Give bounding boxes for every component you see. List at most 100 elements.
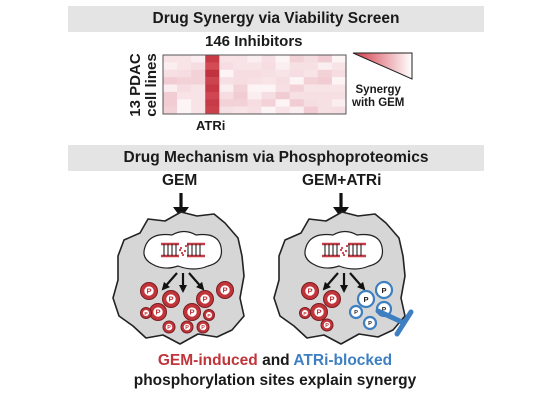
heatmap-cell xyxy=(233,69,248,78)
phospho-site-icon: P xyxy=(149,303,167,321)
heatmap-cell xyxy=(275,77,290,85)
atri-label: ATRi xyxy=(196,118,226,133)
phospho-site-icon: P xyxy=(183,303,201,321)
svg-text:P: P xyxy=(144,311,148,317)
top-section-title: Drug Synergy via Viability Screen xyxy=(68,6,484,32)
gem-atri-label: GEM+ATRi xyxy=(302,172,382,189)
heatmap-cell xyxy=(233,91,248,100)
atri-blocked-text: ATRi-blocked xyxy=(293,352,393,369)
heatmap-cell xyxy=(233,62,248,71)
heatmap-border xyxy=(162,54,347,115)
phospho-site-icon: P xyxy=(140,307,152,319)
heatmap-cell xyxy=(191,69,206,78)
svg-text:P: P xyxy=(382,306,387,313)
heatmap-cell xyxy=(331,91,347,100)
svg-text:P: P xyxy=(146,287,151,296)
heatmap-cell xyxy=(261,84,276,93)
svg-text:P: P xyxy=(363,295,368,304)
heatmap-cell xyxy=(289,55,305,63)
svg-text:P: P xyxy=(201,325,205,331)
synergy-heatmap xyxy=(163,55,347,115)
nucleus xyxy=(143,230,223,270)
heatmap-cell xyxy=(191,62,206,71)
heatmap-cell xyxy=(247,62,262,71)
heatmap-cell xyxy=(177,55,192,63)
heatmap-cell xyxy=(303,62,319,71)
heatmap-cell xyxy=(317,91,333,100)
heatmap-cell xyxy=(317,62,333,71)
heatmap-cell xyxy=(303,99,319,107)
phospho-site-icon: P xyxy=(348,304,364,320)
phospho-site-icon: P xyxy=(162,320,176,334)
heatmap-cell xyxy=(177,69,192,78)
heatmap-cell xyxy=(233,84,248,93)
heatmap-cell xyxy=(247,69,262,78)
heatmap-cell xyxy=(261,55,276,63)
heatmap-cell xyxy=(219,99,234,107)
heatmap-cell xyxy=(303,69,319,78)
heatmap-cell xyxy=(163,69,178,78)
svg-text:P: P xyxy=(381,286,386,295)
heatmap-cell xyxy=(177,84,192,93)
caption-line1: GEM-induced and ATRi-blocked xyxy=(0,352,550,370)
heatmap-cell xyxy=(191,77,206,85)
heatmap-cell xyxy=(261,99,276,107)
heatmap-cell-atri xyxy=(205,84,220,93)
signal-arrows xyxy=(161,272,205,293)
heatmap-cell xyxy=(331,55,347,63)
heatmap-cell xyxy=(219,84,234,93)
heatmap-cell xyxy=(331,99,347,107)
svg-text:P: P xyxy=(329,295,334,304)
heatmap-cell xyxy=(163,55,178,63)
heatmap-cell xyxy=(163,91,178,100)
phospho-site-icon: P xyxy=(356,289,376,309)
heatmap-cell xyxy=(219,69,234,78)
heatmap-cell xyxy=(247,55,262,63)
heatmap-cell xyxy=(303,84,319,93)
heatmap-cell xyxy=(331,69,347,78)
heatmap-cell xyxy=(191,91,206,100)
heatmap-cell xyxy=(317,84,333,93)
heatmap-cell xyxy=(247,91,262,100)
heatmap-cell xyxy=(219,62,234,71)
nucleus xyxy=(304,230,384,270)
caption-and-text: and xyxy=(262,352,290,369)
svg-text:P: P xyxy=(185,325,189,331)
heatmap-cell xyxy=(289,99,305,107)
cell-lines-label-line1: 13 PDAC xyxy=(127,53,144,117)
phospho-site-icon: P xyxy=(196,320,210,334)
heatmap-cell-atri xyxy=(205,106,220,115)
svg-text:P: P xyxy=(316,308,321,317)
svg-text:P: P xyxy=(168,295,173,304)
heatmap-cell xyxy=(331,62,347,71)
heatmap-cell xyxy=(233,99,248,107)
inhibitor-t-icon xyxy=(375,308,414,337)
heatmap-cell xyxy=(261,77,276,85)
heatmap-cell-atri xyxy=(205,91,220,100)
phospho-site-icon: P xyxy=(162,290,180,308)
heatmap-cell xyxy=(163,99,178,107)
heatmap-cell xyxy=(219,77,234,85)
heatmap-cell xyxy=(275,106,290,115)
heatmap-cell xyxy=(317,69,333,78)
bottom-section-title: Drug Mechanism via Phosphoproteomics xyxy=(68,145,484,171)
cell-lines-label: 13 PDAC cell lines xyxy=(127,49,162,121)
phospho-site-icon: P xyxy=(196,290,214,308)
heatmap-cell xyxy=(289,77,305,85)
phospho-site-icon: P xyxy=(310,303,328,321)
svg-text:P: P xyxy=(155,308,160,317)
heatmap-cell-atri xyxy=(205,69,220,78)
heatmap-cell xyxy=(275,62,290,71)
svg-text:P: P xyxy=(354,310,358,316)
heatmap-cell xyxy=(163,84,178,93)
heatmap-cell xyxy=(275,99,290,107)
svg-text:P: P xyxy=(368,321,372,327)
gem-label: GEM xyxy=(162,172,198,189)
phospho-site-icon: P xyxy=(374,280,394,300)
svg-text:P: P xyxy=(202,295,207,304)
heatmap-cell xyxy=(163,62,178,71)
heatmap-cell xyxy=(177,77,192,85)
